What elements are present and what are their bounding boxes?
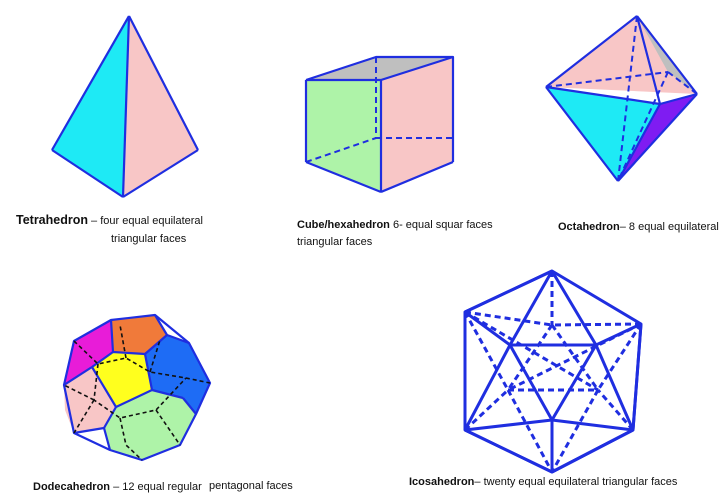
tetrahedron-desc-2: triangular faces [111, 233, 187, 245]
icosahedron-caption: Icosahedron– twenty equal equilateral tr… [409, 475, 677, 490]
dodecahedron-green-face [104, 390, 196, 460]
dodecahedron-orange-face [111, 315, 167, 354]
octahedron-figure [545, 15, 698, 182]
dodecahedron-pink-face [64, 367, 116, 433]
dodecahedron-blue-face [145, 335, 210, 414]
tetrahedron-name: Tetrahedron [16, 213, 88, 227]
octahedron-caption: Octahedron– 8 equal equilateral [558, 220, 719, 235]
dodecahedron-caption-line2: pentagonal faces [209, 479, 293, 494]
octahedron-name: Octahedron [558, 221, 620, 233]
cube-front-face [306, 80, 381, 192]
dodecahedron-desc-2: pentagonal faces [209, 480, 293, 492]
octahedron-top-back-face [546, 16, 697, 94]
tetrahedron-caption: Tetrahedron – four equal equilateral [16, 213, 203, 229]
tetrahedron-figure [51, 15, 199, 198]
octahedron-bottom-front-face [546, 87, 660, 181]
cube-figure [304, 55, 455, 194]
dodecahedron-figure [62, 313, 212, 462]
cube-desc-2: triangular faces [297, 236, 373, 248]
dodecahedron-magenta-face [64, 320, 113, 385]
cube-top-face [306, 57, 453, 80]
tetrahedron-caption-line2: triangular faces [111, 232, 186, 247]
cube-name: Cube/hexahedron [297, 219, 390, 231]
tetrahedron-left-face [52, 16, 129, 197]
icosahedron-desc: – twenty equal equilateral triangular fa… [474, 476, 678, 488]
cube-caption-line2: triangular faces [297, 235, 372, 250]
tetrahedron-right-face [123, 16, 198, 197]
icosahedron-hidden-edges [463, 271, 643, 473]
dodecahedron-caption: Dodecahedron – 12 equal regular [33, 480, 202, 495]
icosahedron-name: Icosahedron [409, 476, 475, 488]
octahedron-desc: – 8 equal equilateral [619, 221, 719, 233]
cube-right-face [381, 57, 453, 192]
dodecahedron-yellow-face [92, 352, 152, 407]
cube-desc: 6- equal squar faces [389, 219, 493, 231]
dodecahedron-desc: – 12 equal regular [110, 481, 202, 493]
cube-caption: Cube/hexahedron 6- equal squar faces [297, 218, 493, 233]
tetrahedron-desc: – four equal equilateral [88, 215, 203, 227]
dodecahedron-name: Dodecahedron [33, 481, 111, 493]
